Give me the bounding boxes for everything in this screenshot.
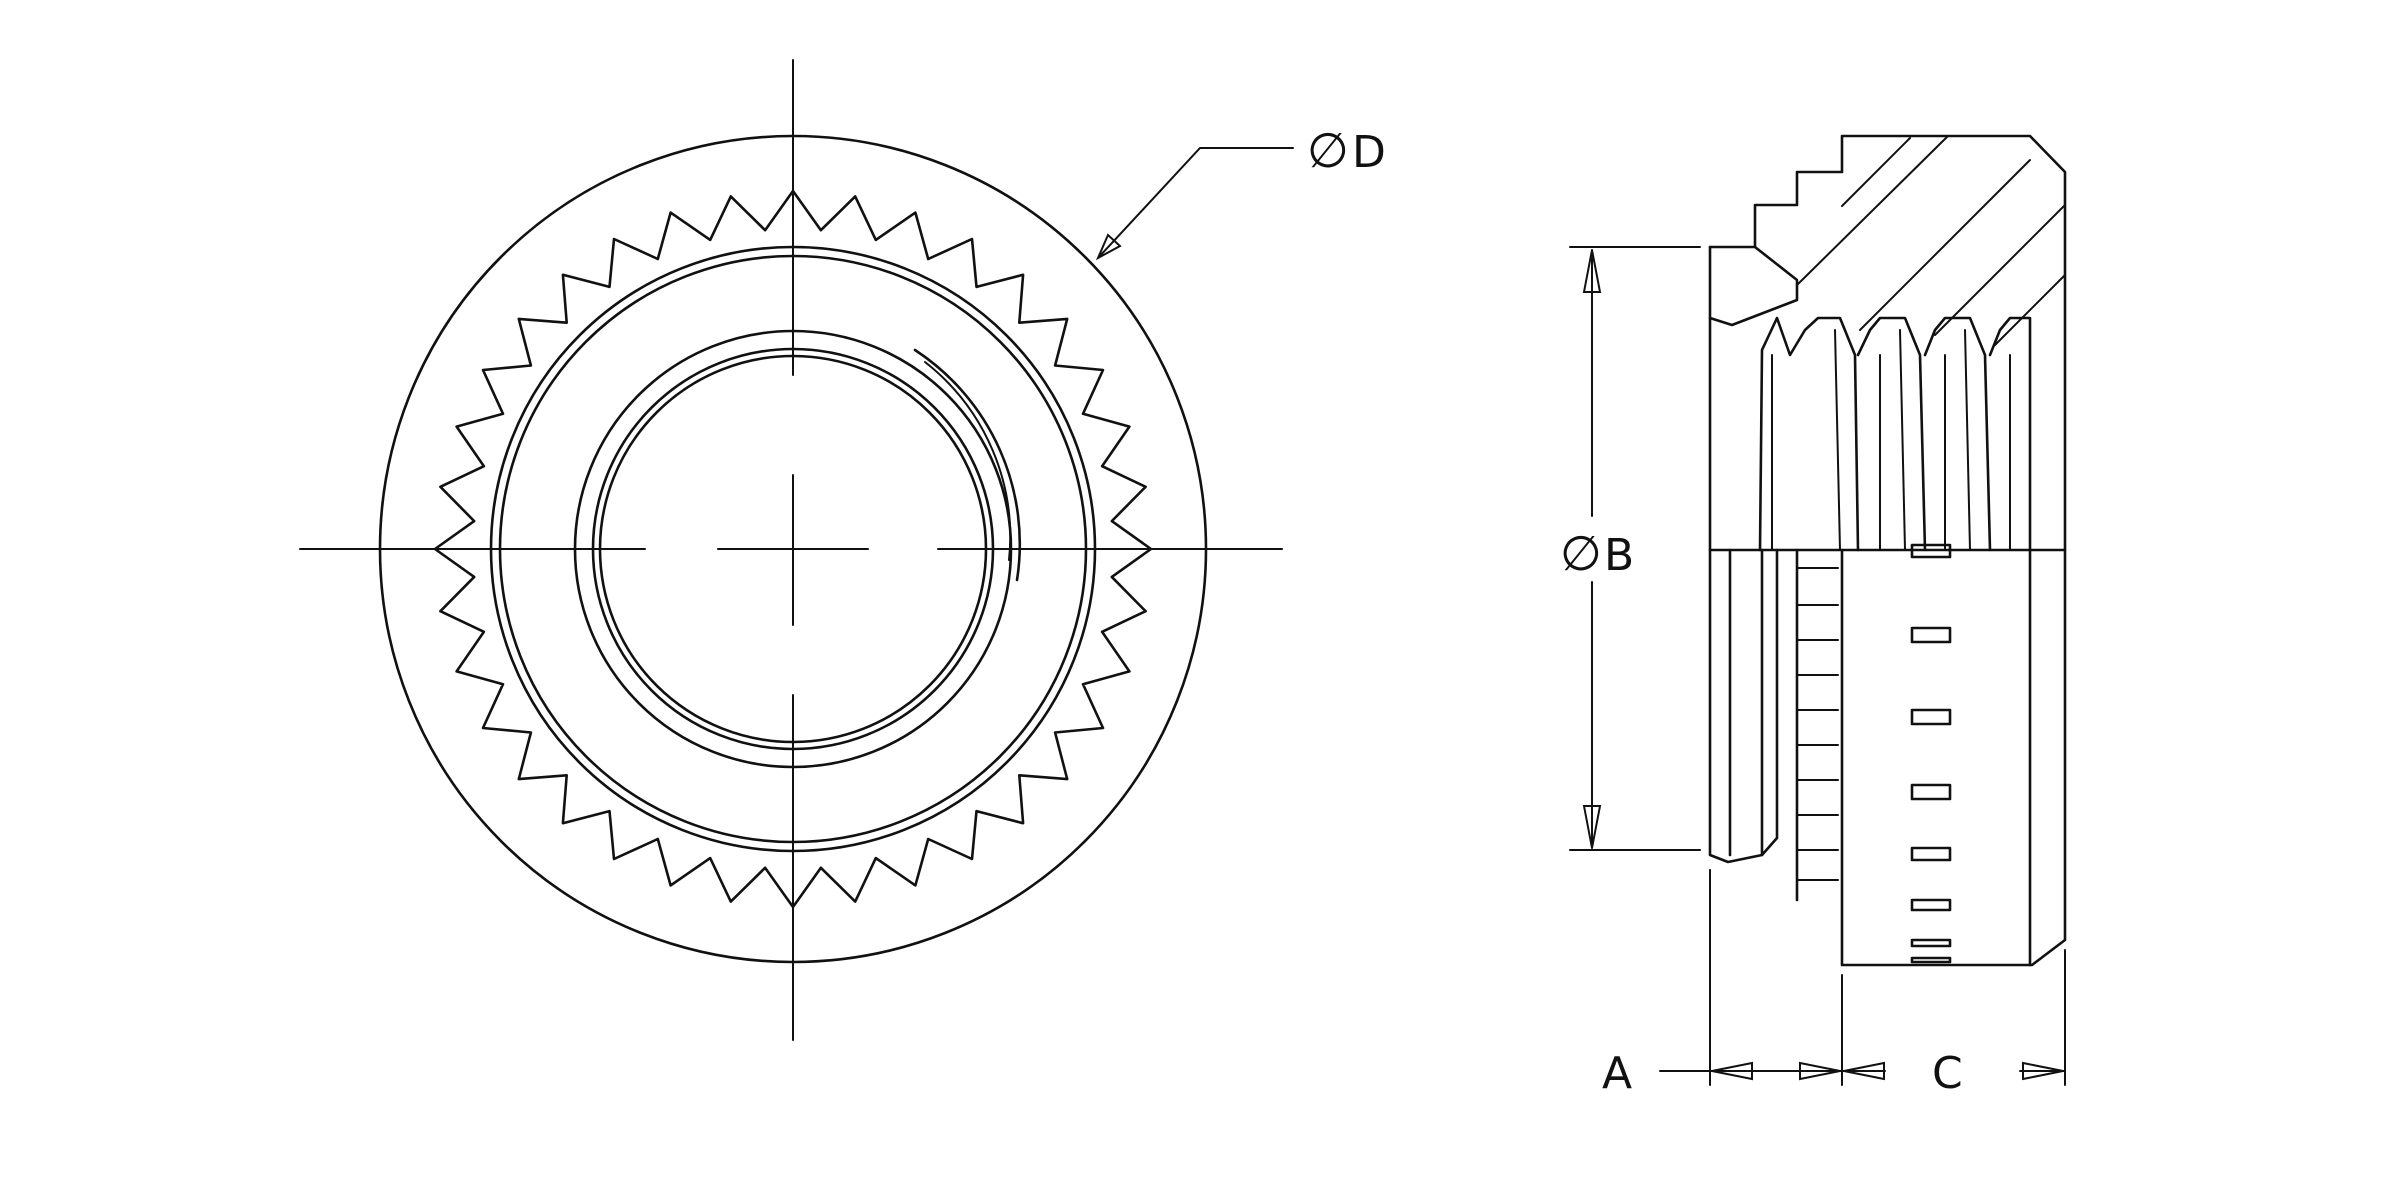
- body-slot: [1910, 783, 1952, 801]
- knurl-ribs: [1795, 548, 1839, 902]
- dimension-d: ∅ D: [1095, 123, 1386, 261]
- dimension-a-label: A: [1602, 1048, 1632, 1099]
- body-slot: [1910, 938, 1952, 948]
- dimension-c-label: C: [1932, 1048, 1963, 1099]
- body-slot: [1910, 543, 1952, 559]
- thread-profile: [1758, 316, 2032, 552]
- dimension-c-arrow-left: [1843, 1061, 1885, 1081]
- front-view: ∅ D: [299, 59, 1386, 1041]
- dimension-c-arrow-right: [2022, 1061, 2064, 1081]
- dimension-b-arrow-bottom: [1582, 805, 1602, 849]
- dimension-a-c: A C: [1602, 869, 2066, 1099]
- body-slot: [1910, 708, 1952, 726]
- section-hatching: [1796, 135, 2066, 346]
- dimension-b-symbol: ∅: [1560, 526, 1602, 582]
- dimension-b-label: B: [1604, 530, 1634, 581]
- side-outline: [1708, 134, 2067, 967]
- centerlines: [299, 59, 1283, 1041]
- dimension-a-arrow-right: [1799, 1061, 1841, 1081]
- body-slot: [1910, 846, 1952, 862]
- thread-start-arc-inner: [924, 361, 1012, 561]
- dimension-a-arrow-left: [1711, 1061, 1753, 1081]
- dimension-d-symbol: ∅: [1307, 123, 1349, 179]
- leader-arrowhead: [1095, 233, 1122, 261]
- dimension-d-label: D: [1352, 127, 1386, 178]
- body-slot: [1910, 898, 1952, 912]
- body-slot: [1910, 626, 1952, 644]
- dimension-b: ∅ B: [1560, 246, 1701, 851]
- side-view: ∅ B A C: [1560, 134, 2067, 1099]
- dimension-b-arrow-top: [1582, 249, 1602, 293]
- thread-start-arc: [913, 348, 1022, 582]
- body-slot: [1910, 956, 1952, 964]
- body-slots: [1910, 543, 1952, 964]
